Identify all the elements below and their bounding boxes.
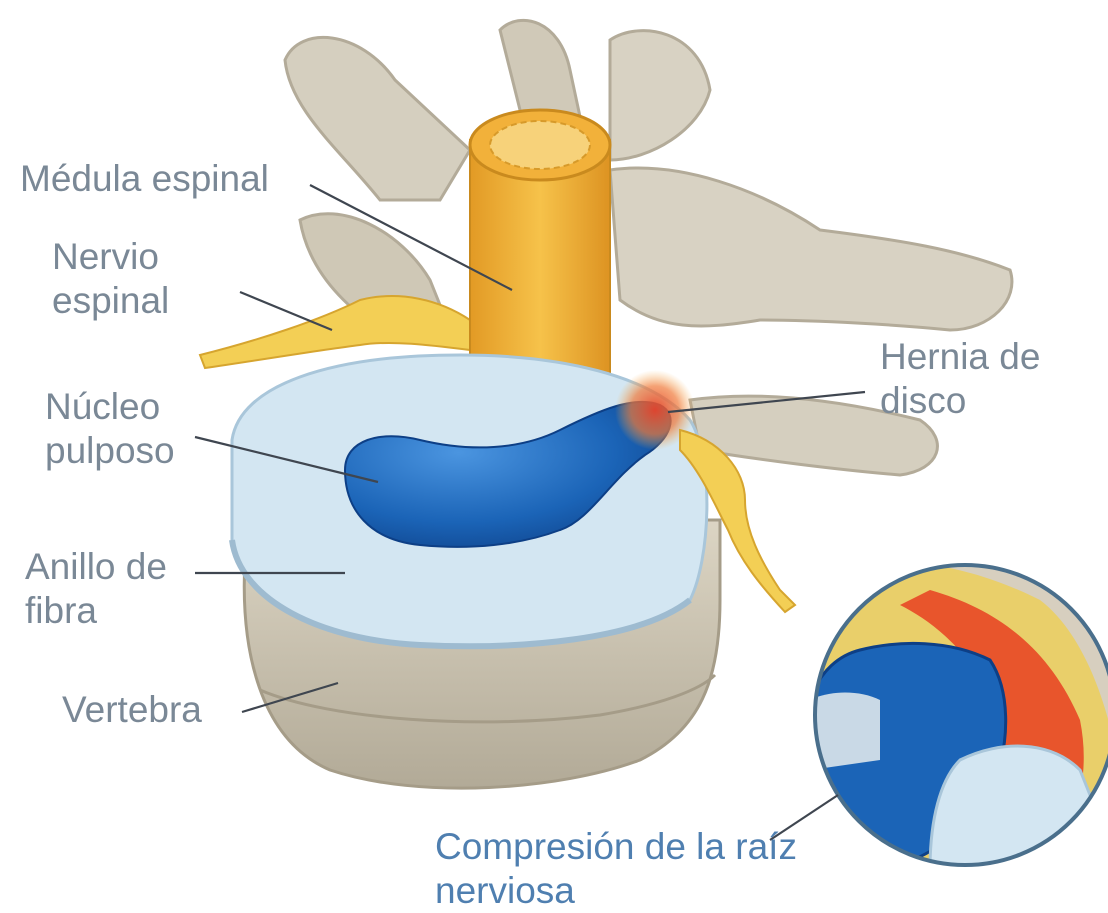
label-nervio-line1: Nervio: [52, 235, 169, 279]
label-hernia-de-disco: Hernia de disco: [880, 335, 1040, 423]
label-anillo-line1: Anillo de: [25, 545, 167, 589]
label-compresion-line1: Compresión de la raíz: [435, 825, 797, 869]
label-medula-line1: Médula espinal: [20, 157, 269, 201]
label-nucleo-line1: Núcleo: [45, 385, 175, 429]
leader-nervio: [240, 292, 332, 330]
label-hernia-line2: disco: [880, 379, 1040, 423]
label-medula-espinal: Médula espinal: [20, 157, 269, 201]
label-nervio-espinal: Nervio espinal: [52, 235, 169, 323]
label-compresion-line2: nerviosa: [435, 869, 797, 913]
label-hernia-line1: Hernia de: [880, 335, 1040, 379]
label-anillo-line2: fibra: [25, 589, 167, 633]
label-vertebra-line1: Vertebra: [62, 688, 202, 732]
label-vertebra: Vertebra: [62, 688, 202, 732]
label-nervio-line2: espinal: [52, 279, 169, 323]
label-nucleo-pulposo: Núcleo pulposo: [45, 385, 175, 473]
magnified-inset: [810, 560, 1108, 870]
label-anillo-de-fibra: Anillo de fibra: [25, 545, 167, 633]
label-nucleo-line2: pulposo: [45, 429, 175, 473]
label-compresion-raiz: Compresión de la raíz nerviosa: [435, 825, 797, 913]
